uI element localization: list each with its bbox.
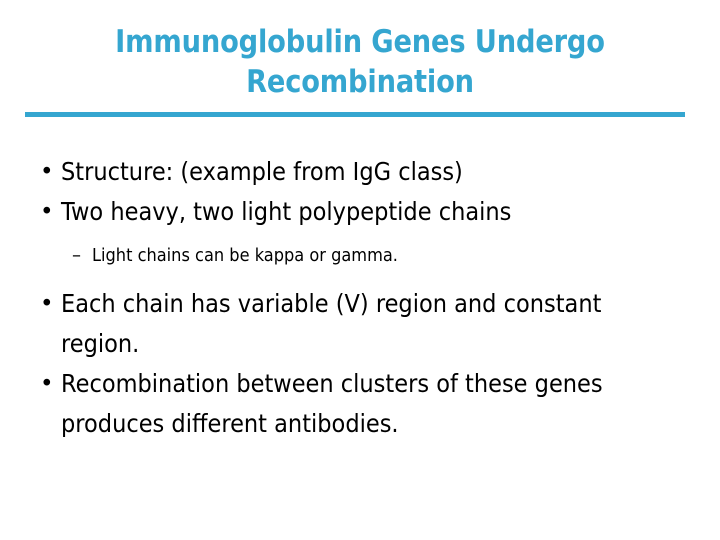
slide-body-list: • Structure: (example from IgG class) • … <box>30 152 690 444</box>
bullet-dot-icon: • <box>40 159 54 185</box>
slide-title-line-1: Immunoglobulin Genes Undergo <box>115 24 605 60</box>
list-item: • Recombination between clusters of thes… <box>30 364 690 444</box>
sub-list-item: – Light chains can be kappa or gamma. <box>30 236 690 276</box>
list-item-text: Each chain has variable (V) region and c… <box>61 289 602 358</box>
bullet-dash-icon: – <box>72 245 81 266</box>
list-spacer <box>30 276 690 284</box>
list-item: • Two heavy, two light polypeptide chain… <box>30 192 690 232</box>
bullet-dot-icon: • <box>40 199 54 225</box>
list-item-text: Two heavy, two light polypeptide chains <box>61 197 512 226</box>
bullet-dot-icon: • <box>40 291 54 317</box>
title-divider-rule <box>25 112 685 117</box>
bullet-dot-icon: • <box>40 371 54 397</box>
list-item: • Each chain has variable (V) region and… <box>30 284 690 364</box>
sub-list-item-text: Light chains can be kappa or gamma. <box>92 245 398 266</box>
list-item: • Structure: (example from IgG class) <box>30 152 690 192</box>
list-item-text: Structure: (example from IgG class) <box>61 157 463 186</box>
list-item-text: Recombination between clusters of these … <box>61 369 603 438</box>
slide-title-line-2: Recombination <box>246 64 474 100</box>
slide-title: Immunoglobulin Genes Undergo Recombinati… <box>0 22 720 102</box>
